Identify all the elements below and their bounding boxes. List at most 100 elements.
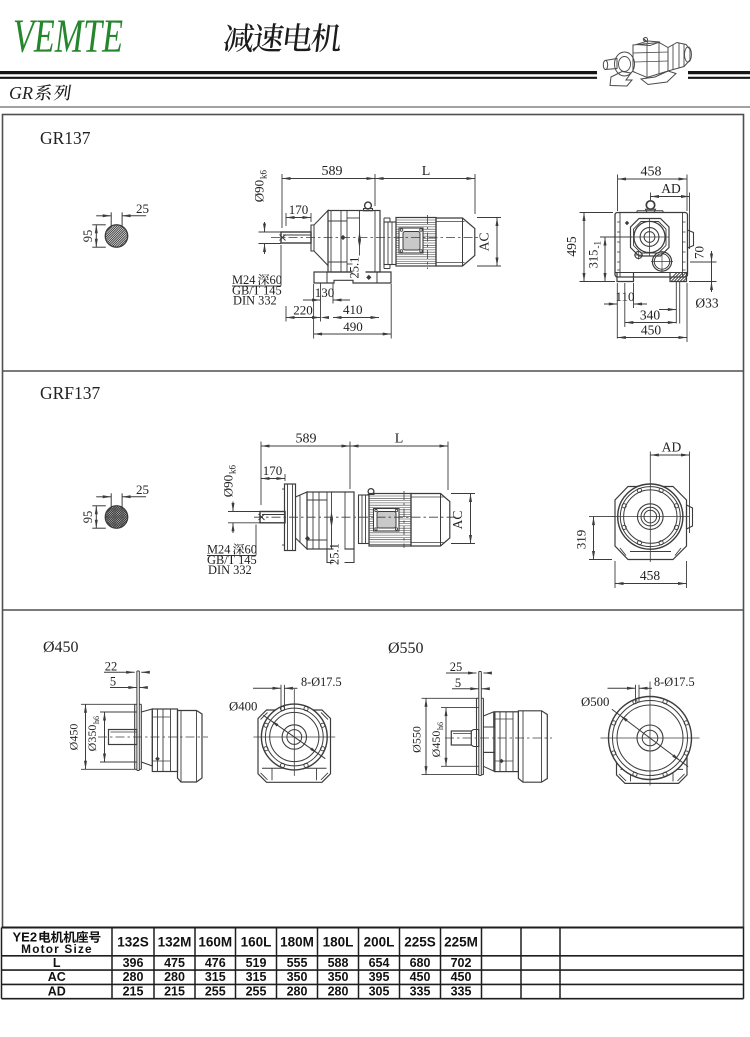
- svg-text:180M: 180M: [280, 935, 314, 950]
- svg-text:160L: 160L: [241, 935, 272, 950]
- svg-text:M24: M24: [207, 543, 230, 557]
- svg-text:25: 25: [136, 482, 149, 497]
- svg-text:VEMTE: VEMTE: [13, 10, 123, 63]
- svg-text:GRF137: GRF137: [40, 383, 101, 403]
- svg-text:Ø500: Ø500: [581, 695, 609, 709]
- svg-text:458: 458: [641, 165, 662, 180]
- svg-text:589: 589: [322, 164, 343, 179]
- svg-text:5: 5: [455, 676, 461, 690]
- svg-text:588: 588: [328, 956, 349, 970]
- svg-text:k6: k6: [228, 465, 238, 475]
- svg-text:Ø33: Ø33: [695, 296, 718, 311]
- svg-text:475: 475: [164, 956, 185, 970]
- svg-text:8-Ø17.5: 8-Ø17.5: [301, 675, 342, 689]
- svg-text:315: 315: [205, 970, 226, 984]
- svg-text:255: 255: [246, 984, 267, 998]
- svg-text:AD: AD: [48, 984, 66, 998]
- svg-text:YE2: YE2: [13, 930, 38, 945]
- svg-text:160M: 160M: [198, 935, 232, 950]
- svg-text:AC: AC: [48, 970, 66, 984]
- svg-text:280: 280: [123, 970, 144, 984]
- svg-text:458: 458: [640, 568, 661, 583]
- svg-text:225M: 225M: [444, 935, 478, 950]
- svg-text:DIN 332: DIN 332: [208, 563, 252, 577]
- svg-text:GR137: GR137: [40, 128, 91, 148]
- svg-text:25.1: 25.1: [328, 543, 342, 565]
- svg-text:AD: AD: [662, 440, 682, 455]
- svg-text:319: 319: [574, 530, 589, 550]
- svg-text:220: 220: [293, 303, 313, 318]
- svg-text:215: 215: [164, 984, 185, 998]
- svg-text:Ø400: Ø400: [229, 700, 257, 714]
- svg-text:450: 450: [641, 323, 662, 338]
- svg-text:25: 25: [136, 201, 149, 216]
- svg-text:GR: GR: [9, 83, 33, 103]
- svg-text:Ø550: Ø550: [410, 726, 424, 753]
- svg-text:h6: h6: [92, 716, 101, 724]
- svg-text:132S: 132S: [117, 935, 149, 950]
- svg-text:255: 255: [205, 984, 226, 998]
- svg-text:589: 589: [296, 432, 317, 447]
- svg-text:Ø350: Ø350: [85, 725, 99, 752]
- svg-text:22: 22: [105, 660, 118, 674]
- svg-text:L: L: [422, 164, 431, 179]
- svg-text:476: 476: [205, 956, 226, 970]
- svg-text:280: 280: [164, 970, 185, 984]
- svg-text:495: 495: [564, 236, 579, 257]
- svg-text:132M: 132M: [158, 935, 192, 950]
- svg-text:25.1: 25.1: [348, 257, 362, 279]
- svg-text:AC: AC: [450, 511, 465, 530]
- svg-text:395: 395: [369, 970, 390, 984]
- svg-text:5: 5: [110, 675, 116, 689]
- svg-text:280: 280: [287, 984, 308, 998]
- svg-text:-1: -1: [593, 241, 603, 249]
- svg-text:Ø450: Ø450: [43, 639, 79, 656]
- svg-text:654: 654: [369, 956, 390, 970]
- svg-text:25: 25: [450, 660, 463, 674]
- svg-text:350: 350: [328, 970, 349, 984]
- svg-text:AC: AC: [477, 232, 492, 251]
- svg-text:Ø450: Ø450: [67, 724, 81, 751]
- svg-text:k6: k6: [259, 170, 269, 180]
- svg-text:396: 396: [123, 956, 144, 970]
- svg-text:AD: AD: [661, 181, 681, 196]
- svg-text:335: 335: [410, 984, 431, 998]
- svg-text:Motor Size: Motor Size: [21, 942, 93, 956]
- svg-text:215: 215: [123, 984, 144, 998]
- svg-text:Ø450: Ø450: [429, 731, 443, 758]
- svg-text:L: L: [395, 432, 404, 447]
- svg-text:L: L: [53, 956, 61, 970]
- svg-text:8-Ø17.5: 8-Ø17.5: [654, 675, 695, 689]
- svg-text:350: 350: [287, 970, 308, 984]
- svg-text:305: 305: [369, 984, 390, 998]
- svg-text:225S: 225S: [404, 935, 436, 950]
- svg-text:130: 130: [315, 285, 335, 300]
- svg-text:335: 335: [451, 984, 472, 998]
- svg-text:60: 60: [270, 273, 282, 287]
- svg-text:M24: M24: [232, 273, 255, 287]
- svg-text:519: 519: [246, 956, 267, 970]
- svg-text:315: 315: [246, 970, 267, 984]
- svg-text:200L: 200L: [364, 935, 395, 950]
- svg-text:GB/T 145: GB/T 145: [207, 553, 257, 567]
- svg-text:95: 95: [81, 511, 95, 524]
- svg-text:490: 490: [343, 319, 363, 334]
- svg-text:410: 410: [343, 302, 363, 317]
- svg-text:Ø550: Ø550: [388, 640, 424, 657]
- svg-text:DIN 332: DIN 332: [233, 294, 277, 308]
- svg-text:702: 702: [451, 956, 472, 970]
- svg-text:280: 280: [328, 984, 349, 998]
- svg-text:450: 450: [451, 970, 472, 984]
- svg-text:Ø90: Ø90: [252, 180, 267, 202]
- svg-text:170: 170: [289, 202, 309, 217]
- svg-text:70: 70: [692, 246, 707, 259]
- svg-text:315: 315: [587, 250, 601, 269]
- svg-text:340: 340: [640, 308, 661, 323]
- svg-text:95: 95: [81, 230, 95, 243]
- svg-text:60: 60: [245, 543, 257, 557]
- svg-text:GB/T 145: GB/T 145: [232, 284, 282, 298]
- svg-text:450: 450: [410, 970, 431, 984]
- svg-text:h6: h6: [436, 722, 445, 730]
- svg-text:555: 555: [287, 956, 308, 970]
- svg-text:170: 170: [263, 463, 283, 478]
